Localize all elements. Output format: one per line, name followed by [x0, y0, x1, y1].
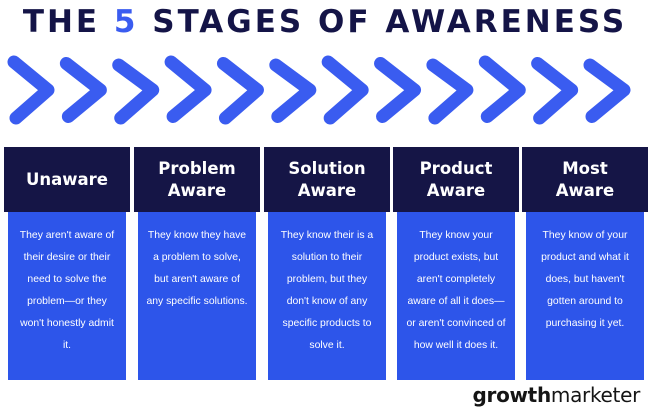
chevron-arrow-icon [112, 58, 160, 125]
chevron-arrow-icon [269, 58, 317, 123]
title-suffix: STAGES OF AWARENESS [138, 4, 628, 40]
chevron-arrow-icon [7, 55, 55, 125]
chevron-arrow-icon [321, 55, 369, 125]
stage-card-most-aware: Most Aware They know of your product and… [522, 147, 648, 380]
chevron-arrow-icon [426, 58, 474, 125]
stage-description: They know their is a solution to their p… [280, 230, 374, 351]
brand-logo-regular: marketer [550, 383, 640, 407]
stage-heading: Solution Aware [288, 158, 366, 200]
chevron-arrow-icon [583, 58, 631, 123]
stage-heading-box: Solution Aware [264, 147, 390, 212]
stage-description-box: They know your product exists, but aren'… [397, 212, 515, 380]
chevron-arrow-icon [59, 57, 107, 123]
chevron-arrow-icon [531, 57, 579, 125]
stage-heading: Unaware [26, 169, 108, 189]
stage-heading-box: Product Aware [393, 147, 519, 212]
brand-logo: growthmarketer [472, 383, 640, 407]
stage-heading: Most Aware [555, 158, 615, 200]
stage-cards: Unaware They aren't aware of their desir… [0, 147, 650, 382]
stage-heading-box: Unaware [4, 147, 130, 212]
stage-heading: Problem Aware [158, 158, 236, 200]
chevron-arrow-icon [164, 55, 212, 123]
brand-logo-bold: growth [472, 383, 551, 407]
stage-description: They know of your product and what it do… [541, 230, 629, 329]
stage-description-box: They know of your product and what it do… [526, 212, 644, 380]
stage-card-problem-aware: Problem Aware They know they have a prob… [134, 147, 260, 380]
chevron-arrow-icon [374, 57, 422, 123]
stage-description: They know your product exists, but aren'… [406, 230, 506, 351]
chevron-arrow-row [7, 55, 631, 125]
title-prefix: THE [22, 4, 114, 40]
stage-heading-box: Most Aware [522, 147, 648, 212]
stage-card-product-aware: Product Aware They know your product exi… [393, 147, 519, 380]
page-title: THE 5 STAGES OF AWARENESS [0, 4, 650, 40]
stage-description-box: They know their is a solution to their p… [268, 212, 386, 380]
stage-heading-box: Problem Aware [134, 147, 260, 212]
stage-card-unaware: Unaware They aren't aware of their desir… [4, 147, 130, 380]
stage-card-solution-aware: Solution Aware They know their is a solu… [264, 147, 390, 380]
chevron-arrow-icon [478, 55, 526, 123]
stage-description: They aren't aware of their desire or the… [19, 230, 115, 351]
title-number: 5 [113, 4, 139, 40]
stage-description-box: They know they have a problem to solve, … [138, 212, 256, 380]
stage-description-box: They aren't aware of their desire or the… [8, 212, 126, 380]
stage-description: They know they have a problem to solve, … [146, 230, 248, 307]
chevron-arrow-icon [216, 57, 264, 125]
stage-heading: Product Aware [419, 158, 493, 200]
